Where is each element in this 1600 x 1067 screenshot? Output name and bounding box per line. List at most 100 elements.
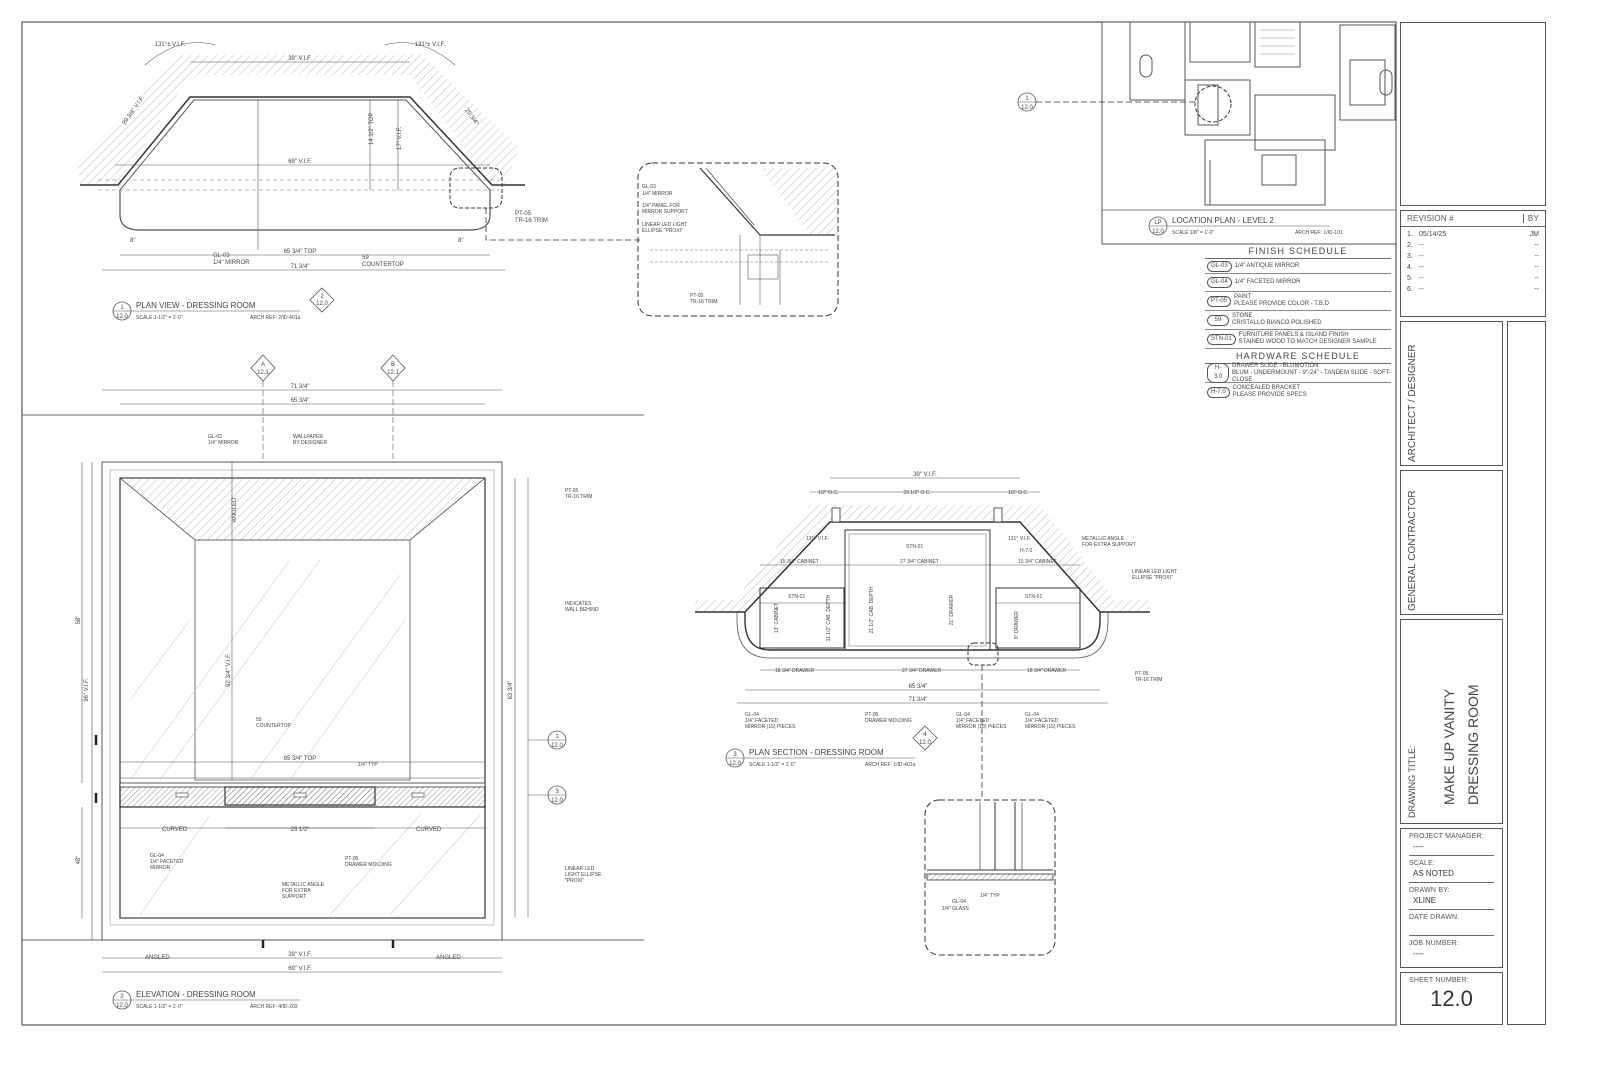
elev-note-trim-2: TR-16 TRIM — [565, 494, 592, 500]
section-cab-depth2: 11 1/2" CAB. DEPTH — [826, 594, 832, 641]
revision-date: -- — [1419, 275, 1424, 282]
revision-number: 4. — [1407, 264, 1413, 271]
elev-dim-top-label: 65 3/4" TOP — [284, 756, 317, 762]
revision-date: -- — [1419, 264, 1424, 271]
section-angle-right: 131° V.I.F. — [1008, 536, 1031, 542]
detail-note-0b: 1/4" MIRROR — [642, 191, 673, 197]
revision-by: -- — [1534, 253, 1539, 260]
section-title: PLAN SECTION - DRESSING ROOM — [749, 748, 884, 757]
detail-lower-note-glass-2: 1/4" GLASS — [942, 906, 969, 912]
revision-number: 1. — [1407, 231, 1413, 238]
elev-note-mirror-2: 1/4" MIRROR — [208, 440, 239, 446]
scale-label: SCALE: — [1409, 860, 1436, 867]
plan-view: 39" V.I.F. 69" V.I.F. 65 3/4" TOP 71 3/4… — [78, 42, 640, 321]
section-dim-top: 39" V.I.F. — [913, 472, 937, 478]
section-drw-mid: 27 3/4" DRAWER — [902, 668, 941, 674]
section-note-faceted-l-1: GL-04 — [745, 712, 759, 718]
finish-tag: 59 — [1207, 314, 1229, 326]
detail-note-3b: TR-16 TRIM — [690, 299, 717, 305]
section-note-trim-2: TR-16 TRIM — [1135, 677, 1162, 683]
section-h7: H-7.0 — [1020, 548, 1032, 554]
hardware-tag: H-3.0 — [1207, 363, 1229, 383]
plan-note-mirror-2: 1/4" MIRROR — [213, 260, 250, 266]
section-drawer-v: 21" DRAWER — [949, 594, 955, 625]
detail-note-2a: LINEAR LED LIGHT — [642, 222, 687, 228]
elev-note-metallic-2: FOR EXTRA — [282, 888, 311, 894]
section-drawer-v2: 8" DRAWER — [1014, 611, 1020, 639]
revision-row: 6.---- — [1407, 284, 1539, 295]
drawing-title-line-2: DRESSING ROOM — [1465, 684, 1481, 805]
elev-note-led-1: LINEAR LED — [565, 866, 595, 872]
section-note-molding-1: PT-05 — [865, 712, 879, 718]
plan-note-trim-1: PT-05 — [515, 211, 532, 217]
section-stn-mid: STN-01 — [906, 544, 923, 550]
revision-row: 5. -- -- — [1407, 273, 1539, 284]
elev-dim-bottom1: 39" V.I.F. — [288, 952, 312, 958]
elev-curved-right: CURVED — [416, 827, 442, 833]
job-number-label: JOB NUMBER: — [1409, 940, 1460, 947]
section-oc-left: 1/2" O.C. — [818, 490, 838, 496]
drawing-title-block: DRAWING TITLE: MAKE UP VANITY DRESSING R… — [1400, 619, 1503, 824]
plan-title-num: 1 — [120, 305, 124, 311]
revision-date: -- — [1419, 242, 1424, 249]
elev-angled-left: ANGLED — [145, 955, 170, 961]
plan-dim-mid: 69" V.I.F. — [288, 159, 312, 165]
finish-desc: 1/4" ANTIQUE MIRROR — [1234, 262, 1300, 269]
finish-tag: STN-01 — [1207, 333, 1236, 345]
sheet-border — [21, 21, 1397, 1026]
plan-scale: SCALE 1-1/2" = 1'-0" — [136, 315, 183, 321]
elev-note-mirror-1: GL-03 — [208, 434, 222, 440]
job-number-value: ---- — [1413, 949, 1424, 958]
revision-row: 4.---- — [1407, 262, 1539, 273]
date-drawn-value — [1409, 921, 1494, 936]
project-manager-value: ---- — [1409, 840, 1494, 856]
drawing-title-label: DRAWING TITLE: — [1407, 745, 1417, 818]
plan-angle-right: 131°± V.I.F. — [415, 42, 446, 48]
section-cab-mid: 27 3/4" CABINET — [900, 559, 939, 565]
contractor-label: GENERAL CONTRACTOR — [1407, 490, 1418, 611]
revision-number: 5. — [1407, 275, 1413, 282]
drawn-by-value: XLINE — [1409, 894, 1494, 910]
revision-by: -- — [1534, 242, 1539, 249]
elev-ref: ARCH REF: 4/ID-203 — [250, 1004, 298, 1010]
elev-curved-left: CURVED — [162, 827, 188, 833]
plan-dim-top2: 65 3/4" TOP — [284, 249, 317, 255]
section-cab-left: 15 3/4" CABINET — [780, 559, 819, 565]
architect-block: ARCHITECT / DESIGNER — [1400, 321, 1503, 466]
elev-title: ELEVATION - DRESSING ROOM — [136, 990, 256, 999]
revision-header-label: REVISION # — [1407, 214, 1454, 223]
location-plan: 1 12.0 LP 12.0 LOCATION PLAN - LEVEL 2 S… — [1017, 21, 1397, 245]
plan-angle-left: 131°± V.I.F. — [155, 42, 186, 48]
elev-dim-63: 63 3/4" — [508, 681, 514, 700]
by-header-label: BY — [1522, 214, 1539, 223]
elev-title-sheet: 12.0 — [116, 1003, 128, 1009]
plan-note-counter-1: 59 — [362, 255, 369, 261]
drawn-by-label: DRAWN BY: — [1409, 887, 1450, 894]
elev-dim-mid: 92 3/4" V.I.F. — [226, 653, 232, 687]
section-cab-right: 15 3/4" CABINET — [1018, 559, 1057, 565]
detail-lower-note-typ: 1/4" TYP — [980, 893, 1000, 899]
section-title-num: 3 — [733, 752, 737, 758]
elev-note-faceted-1: GL-04 — [150, 853, 164, 859]
section-note-led-1: LINEAR LED LIGHT — [1132, 569, 1177, 575]
elev-title-num: 2 — [120, 994, 124, 1000]
sheet-number-label: SHEET NUMBER: — [1409, 977, 1470, 984]
revision-number: 3. — [1407, 253, 1413, 260]
elev-scale: SCALE 1-1/2" = 1'-0" — [136, 1004, 183, 1010]
hardware-schedule-title: HARDWARE SCHEDULE — [1205, 349, 1391, 364]
section-angle-left: 131° V.I.F. — [806, 536, 829, 542]
section-dim-overall2: 71 3/4" — [909, 697, 928, 703]
elev-dim-height: 96" V.I.F. — [84, 678, 90, 702]
elev-marker-a-sheet: 12.1 — [257, 370, 269, 376]
lp-tag: LP — [1154, 220, 1161, 226]
revision-by: -- — [1534, 275, 1539, 282]
lp-ref-sheet: 12.0 — [1021, 105, 1033, 111]
detail-upper: GL-03 1/4" MIRROR 1/4" PANEL FOR MIRROR … — [637, 162, 839, 317]
